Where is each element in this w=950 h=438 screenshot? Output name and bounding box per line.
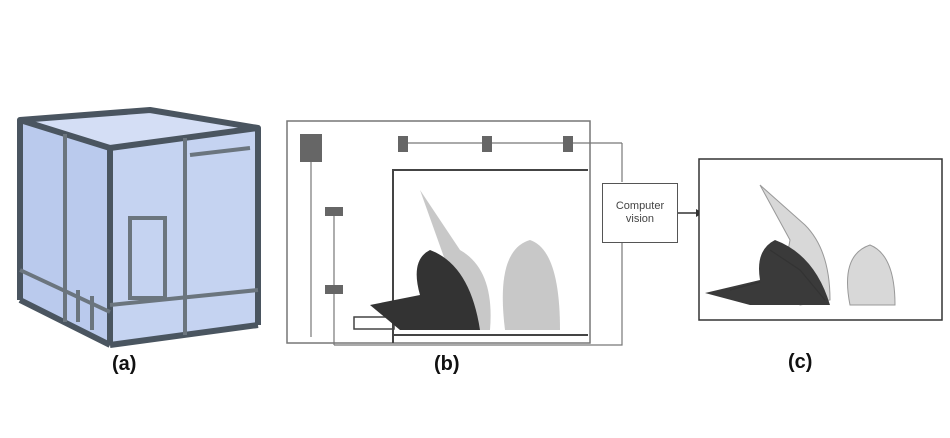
cage-illustration: [17, 107, 261, 348]
pose-skeletons: [705, 184, 896, 306]
panel-label-a: (a): [112, 353, 137, 375]
monkey-silhouettes: [370, 190, 560, 330]
computer-vision-line2: vision: [625, 213, 655, 225]
computer-vision-line1: Computer: [615, 200, 665, 212]
camera-icon: [300, 134, 573, 294]
panel-label-b: (b): [434, 353, 460, 375]
panel-label-c: (c): [788, 351, 813, 373]
